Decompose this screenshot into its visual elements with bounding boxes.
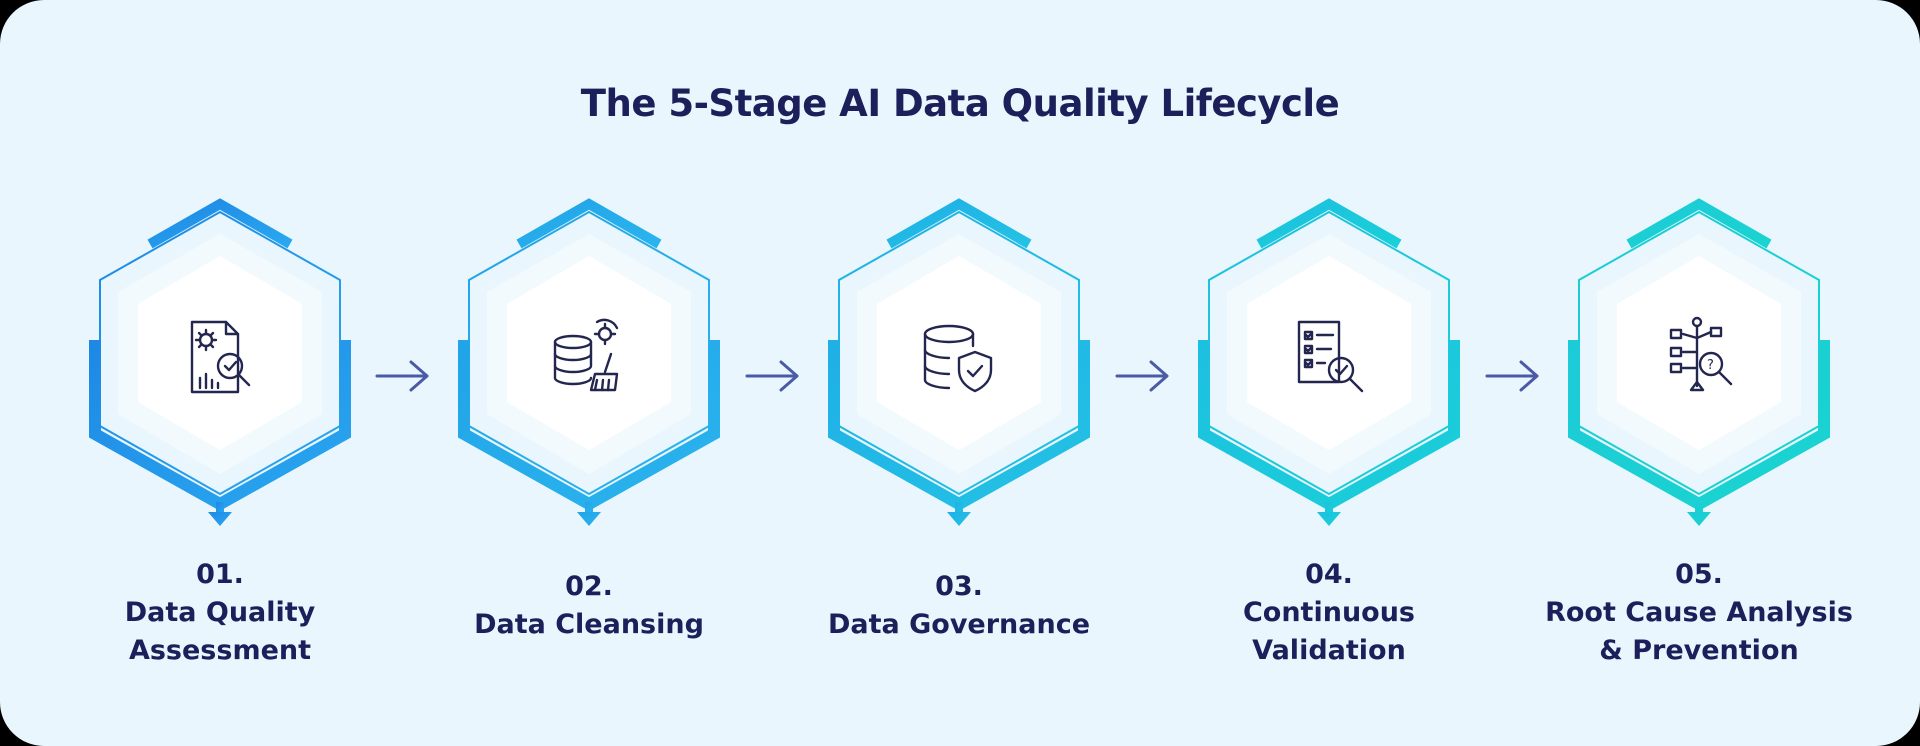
stage-3-label: 03. Data Governance — [799, 568, 1119, 644]
stage-name-line2: & Prevention — [1599, 635, 1799, 666]
flowchart-magnifier-icon: ? — [1649, 308, 1749, 408]
hexagon-frame-3 — [828, 198, 1090, 526]
stage-5-label: 05. Root Cause Analysis & Prevention — [1539, 556, 1859, 670]
arrow-right-icon — [1115, 360, 1169, 392]
arrow-right-icon — [375, 360, 429, 392]
svg-text:?: ? — [1707, 358, 1714, 373]
hexagon-frame-5 — [1568, 198, 1830, 526]
arrow-right-icon — [1485, 360, 1539, 392]
stage-1-label: 01. Data Quality Assessment — [60, 556, 380, 670]
hexagon-frame-4 — [1198, 198, 1460, 526]
hexagon-frame-1 — [89, 198, 351, 526]
stage-5: ? 05. Root Cause Analysis & Prevention — [1545, 198, 1853, 666]
stage-name-line1: Continuous — [1242, 597, 1416, 628]
stage-name-line1: Root Cause Analysis — [1545, 597, 1853, 628]
stage-number: 03. — [935, 571, 983, 602]
stage-name-line1: Data Governance — [827, 609, 1091, 640]
hexagon-frame-2 — [458, 198, 720, 526]
stage-4: 04. Continuous Validation — [1198, 198, 1460, 666]
database-broom-icon — [539, 308, 639, 408]
checklist-magnifier-icon — [1279, 308, 1379, 408]
stage-name-line1: Data Quality — [124, 597, 316, 628]
stage-name-line2: Assessment — [128, 635, 312, 666]
stage-name-line1: Data Cleansing — [474, 609, 704, 640]
stage-2-label: 02. Data Cleansing — [429, 568, 749, 644]
stage-2: 02. Data Cleansing — [458, 198, 720, 640]
stage-number: 01. — [196, 559, 244, 590]
stage-4-label: 04. Continuous Validation — [1169, 556, 1489, 670]
arrow-right-icon — [745, 360, 799, 392]
diagram-title: The 5-Stage AI Data Quality Lifecycle — [580, 82, 1340, 125]
stage-number: 04. — [1305, 559, 1353, 590]
stage-number: 02. — [565, 571, 613, 602]
stage-1: 01. Data Quality Assessment — [89, 198, 351, 666]
stage-3: 03. Data Governance — [828, 198, 1090, 640]
stage-name-line2: Validation — [1252, 635, 1406, 666]
database-shield-icon — [909, 308, 1009, 408]
stage-number: 05. — [1675, 559, 1723, 590]
report-magnifier-gear-icon — [170, 308, 270, 408]
